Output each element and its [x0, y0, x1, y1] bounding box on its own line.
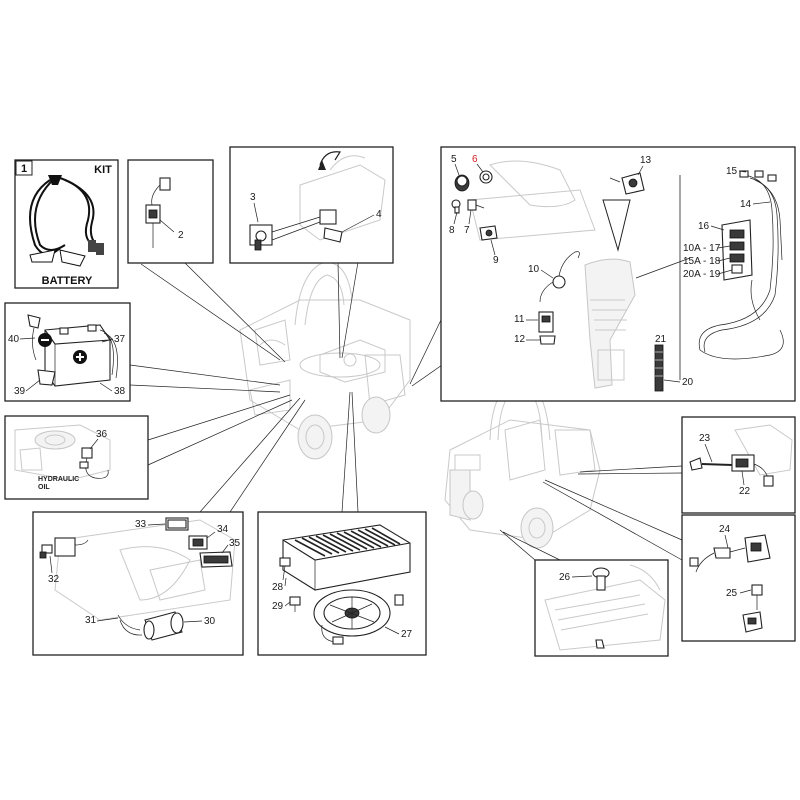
part-13 — [609, 172, 645, 195]
radiator-part — [282, 524, 411, 591]
callout-20: 20 — [682, 377, 694, 388]
panel-pedal-button: 26 — [534, 559, 669, 657]
fuel-pump-30-part — [143, 611, 184, 641]
relay-part — [145, 177, 175, 248]
fuse-box-part — [721, 219, 753, 281]
part-8 — [451, 199, 461, 214]
part-7 — [467, 199, 485, 211]
part-25 — [742, 584, 763, 633]
part-6 — [479, 170, 493, 184]
callout-23: 23 — [699, 433, 711, 444]
part-11 — [538, 311, 554, 333]
part-26 — [592, 567, 610, 591]
callout-6: 6 — [472, 154, 478, 165]
kit-heading: KIT — [94, 164, 112, 176]
part-21 — [654, 344, 664, 392]
callout-14: 14 — [740, 199, 752, 210]
kit-number: 1 — [21, 163, 27, 175]
callout-28: 28 — [272, 582, 284, 593]
jumper-cables — [29, 175, 104, 267]
wiring-harness-part — [698, 170, 784, 360]
panel-cable-sensor: 23 22 — [681, 416, 796, 514]
callout-2: 2 — [178, 230, 184, 241]
switch-33-part — [165, 517, 189, 531]
callout-21: 21 — [655, 334, 667, 345]
callout-29: 29 — [272, 601, 284, 612]
callout-26: 26 — [559, 572, 571, 583]
hydraulic-label-line1: HYDRAULIC — [38, 476, 79, 483]
callout-25: 25 — [726, 588, 738, 599]
callout-32: 32 — [48, 574, 60, 585]
callout-39: 39 — [14, 386, 26, 397]
steering-column-part — [584, 258, 636, 389]
switch-32-part — [39, 537, 89, 559]
callout-16: 16 — [698, 221, 710, 232]
panel-key-switch: 3 4 — [229, 146, 394, 264]
callout-10: 10 — [528, 264, 540, 275]
hydraulic-label-line2: OIL — [38, 484, 50, 491]
callout-24: 24 — [719, 524, 731, 535]
part-24 — [689, 534, 771, 573]
callout-40: 40 — [8, 334, 20, 345]
callout-4: 4 — [376, 209, 382, 220]
oil-sensor-part — [79, 447, 109, 479]
callout-17: 10A - 17 — [683, 243, 721, 254]
callout-30: 30 — [204, 616, 216, 627]
part-23 — [689, 457, 733, 471]
callout-37: 37 — [114, 334, 126, 345]
callout-35: 35 — [229, 538, 241, 549]
callout-31: 31 — [85, 615, 97, 626]
callout-11: 11 — [514, 314, 525, 325]
part-5 — [454, 174, 470, 192]
sensor-31-part — [117, 614, 143, 636]
sensor-28-part — [279, 557, 291, 581]
screw-29-part — [289, 596, 301, 612]
panel-battery: 40 37 39 38 — [4, 302, 131, 402]
callout-12: 12 — [514, 334, 526, 345]
kit-caption: BATTERY — [42, 275, 93, 287]
rear-tractor-view — [444, 379, 601, 549]
central-tractor — [239, 261, 411, 460]
callout-36: 36 — [96, 429, 108, 440]
callout-22: 22 — [739, 486, 751, 497]
callout-3: 3 — [250, 192, 256, 203]
kit-number-box — [15, 160, 33, 176]
callout-7: 7 — [464, 225, 470, 236]
part-9 — [479, 225, 498, 241]
panel-dashboard: 5 6 8 7 9 10 — [440, 146, 796, 402]
fan-part — [313, 589, 391, 645]
callout-5: 5 — [451, 154, 457, 165]
callout-15: 15 — [726, 166, 738, 177]
callout-9: 9 — [493, 255, 499, 266]
panel-radiator-fan: 28 29 27 — [257, 511, 427, 656]
callout-19: 20A - 19 — [683, 269, 721, 280]
part-12 — [539, 335, 556, 345]
panel-relay: 2 — [127, 159, 214, 264]
leader-lines — [129, 261, 701, 561]
panel-switches: 24 25 — [681, 514, 796, 642]
switch-34-part — [188, 535, 208, 550]
callout-38: 38 — [114, 386, 126, 397]
panel-kit-battery: 1 KIT BATTERY — [14, 159, 119, 289]
callout-13: 13 — [640, 155, 652, 166]
panel-hydraulic-oil: 36 HYDRAULIC OIL — [4, 415, 149, 500]
callout-27: 27 — [401, 629, 413, 640]
callout-8: 8 — [449, 225, 455, 236]
part-10 — [539, 251, 580, 303]
part-22 — [731, 454, 774, 487]
callout-34: 34 — [217, 524, 229, 535]
callout-33: 33 — [135, 519, 147, 530]
key-switch-part — [249, 224, 273, 251]
switch-35-part — [199, 551, 233, 568]
callout-18: 15A - 18 — [683, 256, 721, 267]
panel-controls: 32 33 34 35 31 30 — [32, 511, 244, 656]
